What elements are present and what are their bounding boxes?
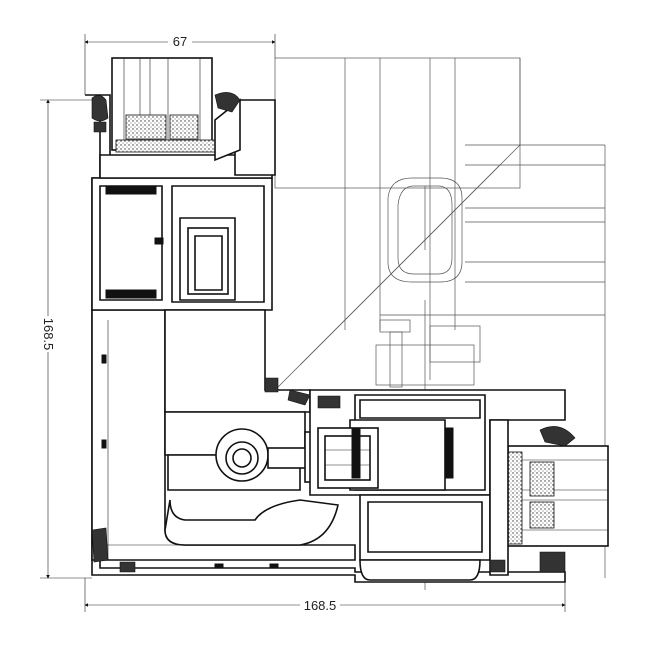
background-ghost-lines [274,57,606,590]
vertical-sash-frame [91,98,276,311]
dimension-bottom-label: 168.5 [304,598,337,613]
central-mullion [164,309,326,491]
glazing-top [111,57,217,153]
horizontal-sash-frame [309,389,566,581]
gaskets [91,92,576,573]
glazing-right [507,445,609,547]
dimension-left: 168.5 [40,99,92,579]
dimension-left-label: 168.5 [41,318,56,351]
dimension-top: 67 [84,34,276,95]
dimension-bottom: 168.5 [84,578,566,613]
dimension-top-label: 67 [173,34,187,49]
